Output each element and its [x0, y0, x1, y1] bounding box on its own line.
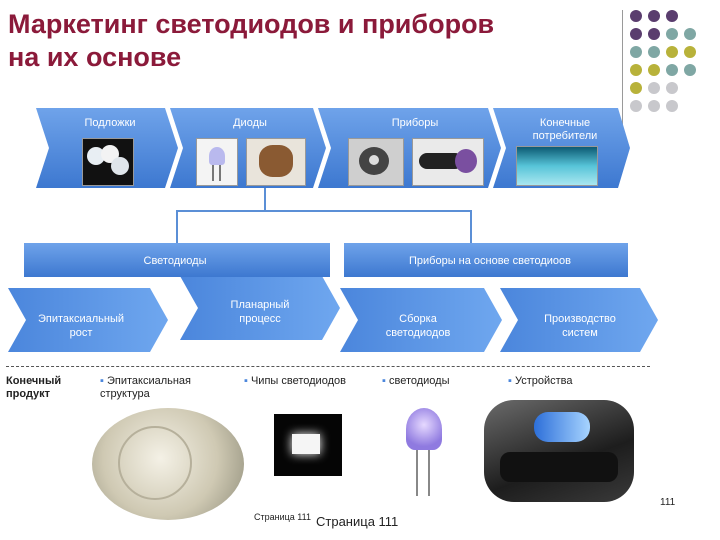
led-bulb-image [396, 408, 452, 500]
connector-left-down [176, 210, 178, 243]
circuit-board-image [348, 138, 404, 186]
process-label-assembly: Сборка светодиодов [385, 313, 451, 339]
decor-vertical-line [622, 10, 623, 138]
slide-title: Маркетинг светодиодов и приборов на их о… [8, 8, 608, 74]
decor-dot [648, 28, 660, 40]
decor-dot [666, 28, 678, 40]
decor-dot [648, 64, 660, 76]
consumer-image [516, 146, 598, 186]
connector-vertical [264, 188, 266, 210]
process-label-systems: Производство систем [544, 313, 616, 339]
product-item-label: Чипы светодиодов [250, 375, 346, 387]
product-item-leds: ▪ светодиоды [382, 375, 450, 387]
connector-right-down [470, 210, 472, 243]
chain-label-devices: Приборы [391, 117, 439, 129]
decor-dot [630, 46, 642, 58]
product-item-label: светодиоды [388, 375, 450, 387]
decor-dot [684, 28, 696, 40]
decor-dot [684, 46, 696, 58]
bar-led-devices-label: Приборы на основе светодиоов [408, 255, 572, 267]
product-item-led-chips: ▪ Чипы светодиодов [244, 375, 346, 387]
final-product-heading: Конечный продукт [6, 375, 62, 400]
decor-dot [666, 10, 678, 22]
page-number: 111 [660, 497, 676, 508]
chain-label-diodes: Диоды [233, 117, 267, 129]
decor-dot-grid [630, 10, 710, 120]
product-item-label: Устройства [514, 375, 573, 387]
process-label-planar: Планарный процесс [230, 299, 290, 325]
substrates-image [82, 138, 134, 186]
decor-dot [666, 82, 678, 94]
chain-label-substrates: Подложки [84, 117, 136, 129]
process-label-epitaxy: Эпитаксиальный рост [37, 313, 124, 339]
product-item-label: Эпитаксиальная структура [100, 375, 192, 400]
decor-dot [648, 82, 660, 94]
decor-dot [666, 100, 678, 112]
decor-dot [666, 46, 678, 58]
wafer-spokes [118, 426, 192, 500]
connector-horizontal [176, 210, 472, 212]
decor-dot [648, 100, 660, 112]
bar-leds [24, 243, 330, 277]
device-image [484, 400, 634, 502]
product-item-epi-structure: ▪ Эпитаксиальная структура [100, 375, 192, 400]
dashed-divider [6, 366, 650, 367]
decor-dot [630, 64, 642, 76]
title-line-2: на их основе [8, 42, 182, 72]
decor-dot [648, 10, 660, 22]
product-item-devices: ▪ Устройства [508, 375, 573, 387]
page-label-small: Страница 111 [254, 512, 311, 522]
chain-label-consumers: Конечные потребители [532, 117, 598, 142]
decor-dot [684, 64, 696, 76]
decor-dot [648, 46, 660, 58]
title-line-1: Маркетинг светодиодов и приборов [8, 9, 495, 39]
bar-leds-label: Светодиоды [143, 255, 207, 267]
led-chips-image [274, 414, 342, 476]
decor-dot [666, 64, 678, 76]
flashlight-image [412, 138, 484, 186]
chip-image [246, 138, 306, 186]
bar-led-devices [344, 243, 628, 277]
decor-dot [630, 28, 642, 40]
decor-dot [630, 100, 642, 112]
led-diode-image [196, 138, 238, 186]
decor-dot [630, 82, 642, 94]
page-label-large: Страница 111 [316, 514, 399, 529]
decor-dot [630, 10, 642, 22]
